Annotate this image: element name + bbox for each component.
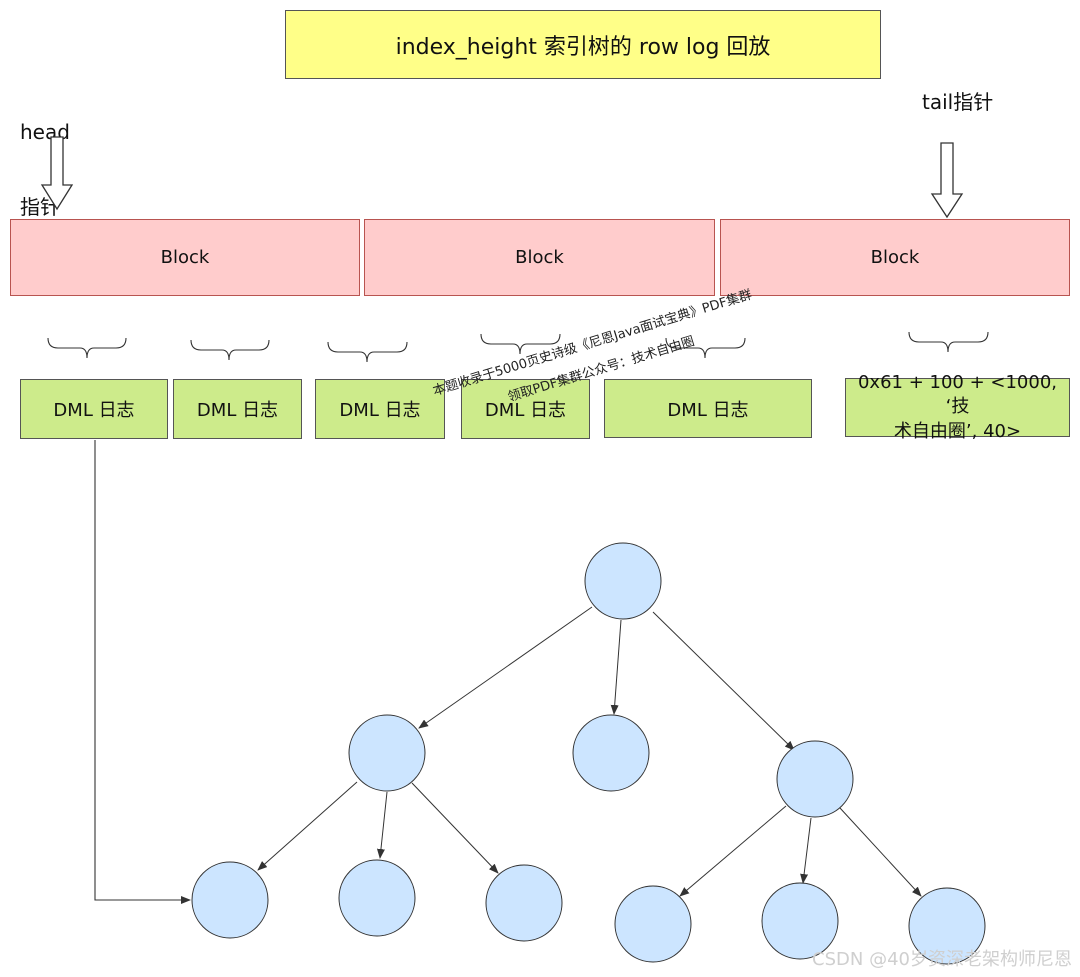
tree-edge: [411, 782, 499, 874]
special-log-line1: 0x61 + 100 + <1000, ‘技: [857, 372, 1058, 418]
tail-pointer-label: tail指针: [922, 90, 994, 114]
head-pointer-arrow: [40, 136, 74, 211]
tree-edge: [652, 611, 795, 751]
tree-leaf-node: [614, 885, 692, 963]
brace-1: [47, 337, 127, 359]
tree-leaf-node: [761, 882, 839, 960]
dml-log-2: DML 日志: [173, 379, 302, 439]
tree-root-node: [584, 542, 662, 620]
dml-log-1: DML 日志: [20, 379, 168, 439]
block-2: Block: [364, 219, 715, 296]
brace-3: [327, 341, 408, 363]
dml-log-special: 0x61 + 100 + <1000, ‘技 术自由圈’, 40>: [845, 372, 1070, 442]
brace-5: [665, 337, 746, 359]
tree-internal-node: [776, 740, 854, 818]
tree-edge: [376, 791, 388, 859]
tree-edge: [800, 817, 812, 884]
tree-leaf-node: [338, 859, 416, 937]
tree-edge: [679, 805, 787, 897]
special-log-line2: 术自由圈’, 40>: [893, 420, 1022, 442]
brace-2: [190, 339, 270, 361]
tree-edge: [610, 619, 622, 715]
diagram-title: index_height 索引树的 row log 回放: [285, 10, 881, 79]
brace-6: [908, 331, 989, 353]
footer-credit: CSDN @40岁资深老架构师尼恩: [812, 949, 1072, 970]
dml-log-4: DML 日志: [461, 379, 590, 439]
tail-pointer-arrow: [930, 142, 964, 219]
block-1: Block: [10, 219, 360, 296]
tree-leaf-node: [908, 887, 986, 965]
tree-internal-node: [572, 714, 650, 792]
tree-edge: [418, 606, 593, 729]
log-to-leaf-connector: [94, 440, 191, 904]
tree-edge: [257, 781, 358, 871]
tree-leaf-node: [485, 864, 563, 942]
block-3: Block: [720, 219, 1070, 296]
brace-4: [480, 333, 561, 355]
tree-leaf-node: [191, 861, 269, 939]
dml-log-3: DML 日志: [315, 379, 445, 439]
tree-internal-node: [348, 714, 426, 792]
dml-log-5: DML 日志: [604, 379, 812, 438]
tree-edge: [839, 807, 922, 897]
